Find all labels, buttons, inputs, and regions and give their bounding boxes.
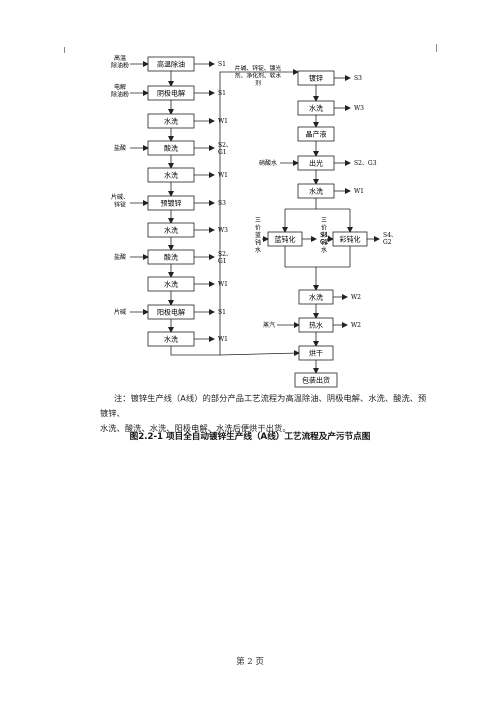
connector-to-drying [219,350,300,357]
left-output-10: S1 [218,309,226,316]
branch-right-box [332,231,368,247]
right-step-2 [297,100,335,116]
right-step-1 [297,70,335,86]
process-note: 注：镀锌生产线（A线）的部分产品工艺流程为高温除油、阴极电解、水洗、酸洗、预镀锌… [100,391,430,436]
left-step-9-label: 水洗 [164,280,178,289]
left-step-2 [147,85,195,101]
left-step-1-label: 高温除油 [157,60,185,69]
branch-left-input: 三价蓝钝水 [255,217,261,254]
left-input-10: 片碱 [114,308,126,316]
left-step-11-label: 水洗 [164,335,178,344]
left-output-9: W1 [218,281,228,288]
left-output-2: S1 [218,90,226,97]
final-step-2 [298,317,334,333]
left-step-2-label: 阴极电解 [157,89,185,98]
right-step-5-label: 水洗 [309,187,323,196]
left-step-4 [147,140,195,156]
final-input-2: 蒸汽 [263,321,275,329]
right-step-2-label: 水洗 [309,104,323,113]
right-step-4-label: 出光 [309,159,323,168]
left-output-3: W1 [218,118,228,125]
branch-right-output: S4、G2 [383,232,397,246]
right-step-1-label: 镀锌 [309,74,323,83]
left-step-6-label: 预镀锌 [161,199,182,208]
branch-left-box [267,231,303,247]
left-step-9 [147,276,195,292]
final-step-2-label: 热水 [309,321,323,330]
final-step-4 [294,372,338,388]
left-output-5: W1 [218,172,228,179]
left-input-8: 盐酸 [114,253,126,261]
right-input-4: 硝酸水 [259,159,277,167]
note-line-2: 水洗、酸洗、水洗、阳极电解、水洗后便烘干出货。 [100,423,291,433]
left-output-6: S3 [218,200,226,207]
branch-right-box-label: 彩钝化 [340,235,361,244]
left-step-8-label: 酸洗 [164,253,178,262]
right-step-3 [297,126,335,142]
corner-mark-top-left [64,47,65,53]
right-output-2: W3 [354,105,364,112]
right-step-3-label: 晶产液 [306,130,327,139]
left-input-6: 片碱、锌锭 [111,193,129,209]
right-output-4: S2、G3 [354,160,377,167]
left-step-5-label: 水洗 [164,171,178,180]
left-step-11 [147,331,195,347]
branch-left-box-label: 蓝钝化 [275,235,296,244]
left-step-3 [147,113,195,129]
branch-left-output: S4、G2 [320,232,334,246]
left-step-5 [147,167,195,183]
left-output-7: W3 [218,227,228,234]
left-step-6 [147,195,195,211]
left-step-1 [147,56,195,72]
left-input-1: 高温除油粉 [111,54,129,70]
final-output-1: W2 [351,294,361,301]
page-number: 第 2 页 [236,657,264,667]
left-step-7 [147,222,195,238]
left-output-11: W1 [218,336,228,343]
connector-up-to-right [219,69,299,355]
connector-left-bottom [170,346,220,356]
left-output-4: S2、G1 [218,142,232,156]
left-input-4: 盐酸 [114,144,126,152]
final-step-3 [298,345,334,361]
left-step-7-label: 水洗 [164,226,178,235]
note-line-1: 镀锌生产线（A线）的部分产品工艺流程为高温除油、阴极电解、水洗、酸洗、预镀锌、 [100,393,427,418]
figure-caption: 图2.2-1 项目全自动镀锌生产线（A线）工艺流程及产污节点图 [129,432,371,442]
left-output-8: S2、G1 [218,251,232,265]
right-step-4 [297,155,335,171]
left-output-1: S1 [218,61,226,68]
note-prefix: 注： [114,393,131,403]
final-output-2: W2 [351,322,361,329]
left-step-8 [147,249,195,265]
right-output-1: S3 [354,75,362,82]
final-step-1 [298,289,334,305]
left-step-10 [147,304,195,320]
right-step-5 [297,183,335,199]
left-input-2: 电解除油粉 [111,83,129,99]
right-output-5: W1 [354,188,364,195]
final-step-3-label: 烘干 [309,349,323,358]
right-input-1: 片碱、锌锭、镀光剂、净化剂、软水剂 [235,64,282,87]
corner-mark-top-right [436,44,437,52]
left-step-4-label: 酸洗 [164,144,178,153]
final-step-4-label: 包装出货 [302,376,330,385]
final-step-1-label: 水洗 [309,293,323,302]
branch-right-input: 三价彩钝水 [321,217,327,254]
left-step-3-label: 水洗 [164,117,178,126]
left-step-10-label: 阳极电解 [157,308,185,317]
